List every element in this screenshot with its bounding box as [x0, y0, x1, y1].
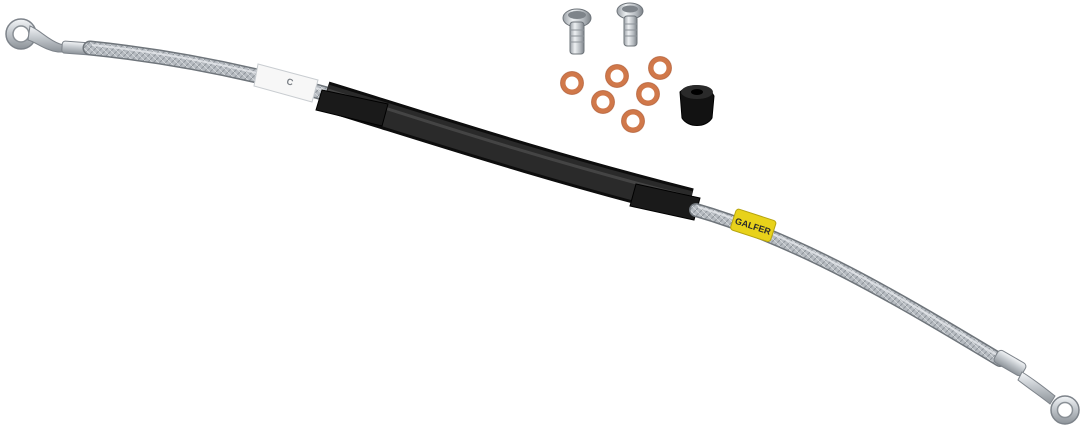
rubber-grommet [679, 85, 715, 126]
copper-washer [648, 56, 672, 80]
copper-washer [591, 90, 615, 114]
copper-washer [584, 70, 602, 88]
copper-washer [605, 64, 629, 88]
copper-washer [621, 109, 645, 133]
tag-mark-text: C [285, 76, 294, 87]
copper-washer [560, 71, 584, 95]
left-banjo-fitting [5, 18, 93, 56]
white-hose-tag: C [253, 63, 319, 103]
banjo-bolt-1 [562, 8, 592, 55]
right-banjo-fitting [993, 349, 1080, 425]
copper-washer [636, 82, 660, 106]
copper-washers [560, 56, 672, 133]
yellow-brand-label: GALFER [730, 208, 777, 243]
protective-sleeve [315, 81, 701, 221]
banjo-bolt-2 [616, 2, 644, 47]
